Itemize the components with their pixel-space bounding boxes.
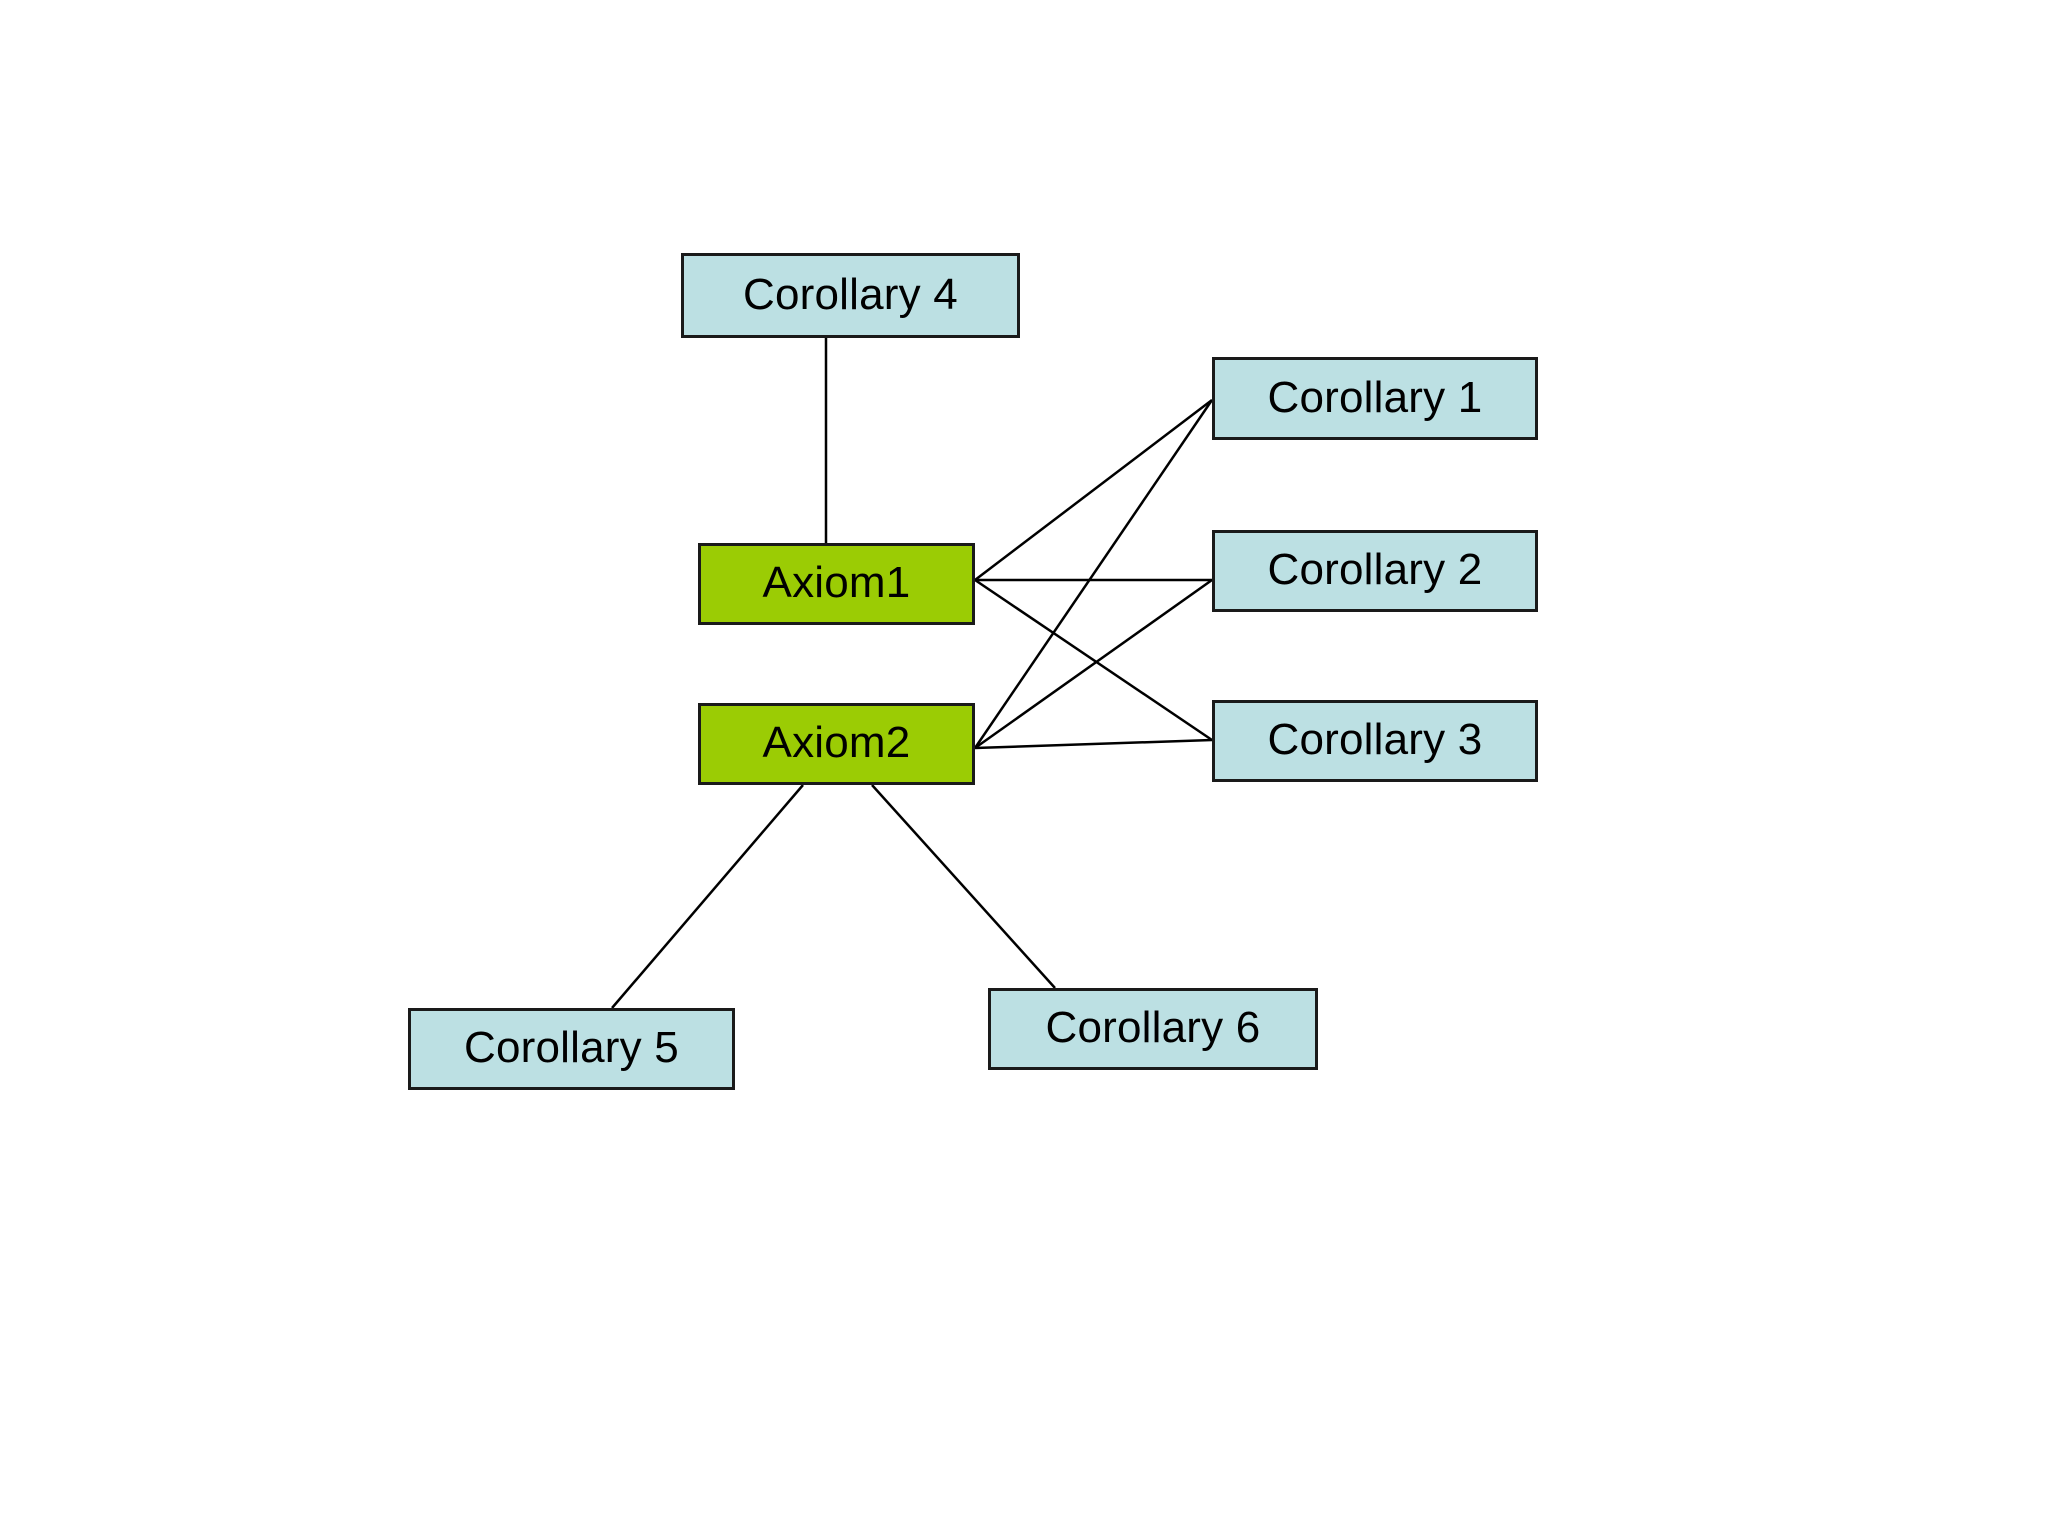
node-corollary-5[interactable]: Corollary 5 bbox=[408, 1008, 735, 1090]
edge-axiom1-to-corollary1 bbox=[974, 399, 1213, 581]
node-label: Corollary 5 bbox=[464, 1023, 679, 1072]
edge-axiom2-to-corollary2 bbox=[974, 578, 1213, 750]
node-corollary-3[interactable]: Corollary 3 bbox=[1212, 700, 1538, 782]
node-label: Corollary 4 bbox=[743, 269, 958, 319]
node-corollary-1[interactable]: Corollary 1 bbox=[1212, 357, 1538, 440]
node-axiom-2[interactable]: Axiom2 bbox=[698, 703, 975, 785]
edge-axiom2-to-corollary3 bbox=[974, 738, 1213, 750]
edge-axiom1-to-corollary3 bbox=[974, 578, 1213, 742]
node-label: Corollary 3 bbox=[1267, 715, 1483, 764]
node-label: Corollary 2 bbox=[1267, 545, 1483, 594]
node-corollary-2[interactable]: Corollary 2 bbox=[1212, 530, 1538, 612]
node-label: Corollary 1 bbox=[1267, 372, 1483, 422]
node-corollary-4[interactable]: Corollary 4 bbox=[681, 253, 1020, 338]
node-corollary-6[interactable]: Corollary 6 bbox=[988, 988, 1318, 1070]
edge-axiom2-to-corollary6 bbox=[871, 784, 1056, 989]
node-axiom-1[interactable]: Axiom1 bbox=[698, 543, 975, 625]
edge-axiom2-to-corollary5 bbox=[611, 784, 804, 1009]
node-label: Axiom2 bbox=[762, 718, 911, 767]
node-label: Corollary 6 bbox=[1045, 1003, 1261, 1052]
node-label: Axiom1 bbox=[762, 558, 911, 607]
edge-axiom2-to-corollary1 bbox=[973, 399, 1214, 749]
